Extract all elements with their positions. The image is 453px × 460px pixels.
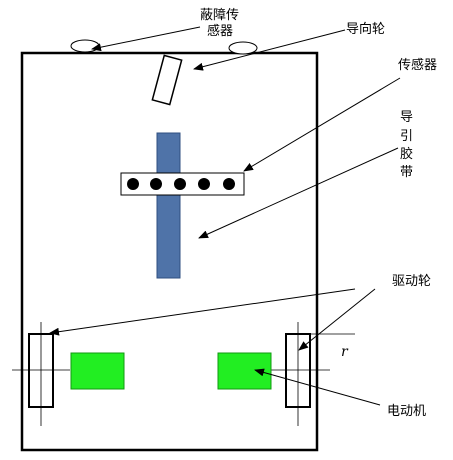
arrow-obstacle-sensor bbox=[91, 26, 201, 52]
sensor-dot bbox=[198, 178, 210, 190]
sensor-dot bbox=[127, 178, 139, 190]
sensor-dot bbox=[174, 178, 186, 190]
motor-left bbox=[70, 352, 125, 390]
vehicle-body bbox=[20, 51, 319, 452]
arrow-sensor bbox=[243, 77, 401, 172]
label-guide-tape-3: 胶 bbox=[400, 146, 413, 162]
obstacle-sensor-right bbox=[228, 41, 258, 55]
label-drive-wheel: 驱动轮 bbox=[392, 274, 431, 289]
obstacle-sensor-left bbox=[70, 39, 100, 53]
label-obstacle-sensor-line1: 蔽障传 bbox=[200, 8, 239, 23]
guide-tape bbox=[156, 132, 181, 279]
label-guide-tape-1: 导 bbox=[400, 110, 413, 125]
arrow-guide-wheel bbox=[193, 29, 346, 71]
label-guide-tape-4: 带 bbox=[400, 165, 413, 180]
sensor-dot bbox=[223, 178, 235, 190]
label-guide-tape-2: 引 bbox=[400, 129, 413, 144]
label-motor: 电动机 bbox=[387, 404, 426, 419]
sensor-dot bbox=[150, 178, 162, 190]
label-sensor: 传感器 bbox=[398, 57, 437, 73]
label-obstacle-sensor-line2: 感器 bbox=[207, 23, 233, 39]
guide-wheel bbox=[151, 54, 183, 106]
arrow-drive-wheel-right bbox=[298, 288, 376, 351]
motor-right bbox=[217, 352, 272, 390]
arrow-guide-tape bbox=[198, 147, 399, 239]
label-guide-wheel: 导向轮 bbox=[346, 21, 385, 37]
arrow-drive-wheel-left bbox=[49, 288, 356, 336]
arrow-motor bbox=[254, 368, 381, 406]
label-radius: r bbox=[341, 344, 349, 360]
